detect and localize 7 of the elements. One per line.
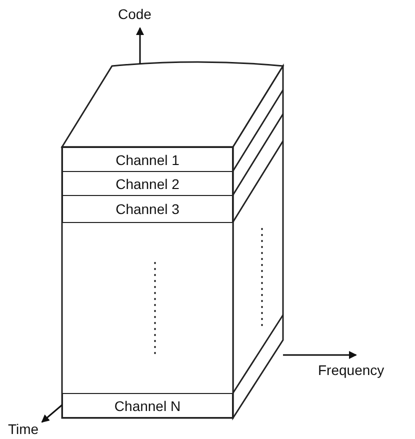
channel-band: Channel 2 [62, 171, 233, 196]
channel-band: Channel 3 [62, 195, 233, 223]
axis-label: Frequency [318, 362, 384, 378]
axis-label: Code [118, 6, 152, 22]
channel-band: Channel N [62, 393, 233, 418]
axis-label: Time [8, 421, 39, 437]
channel-band: Channel 1 [62, 147, 233, 172]
